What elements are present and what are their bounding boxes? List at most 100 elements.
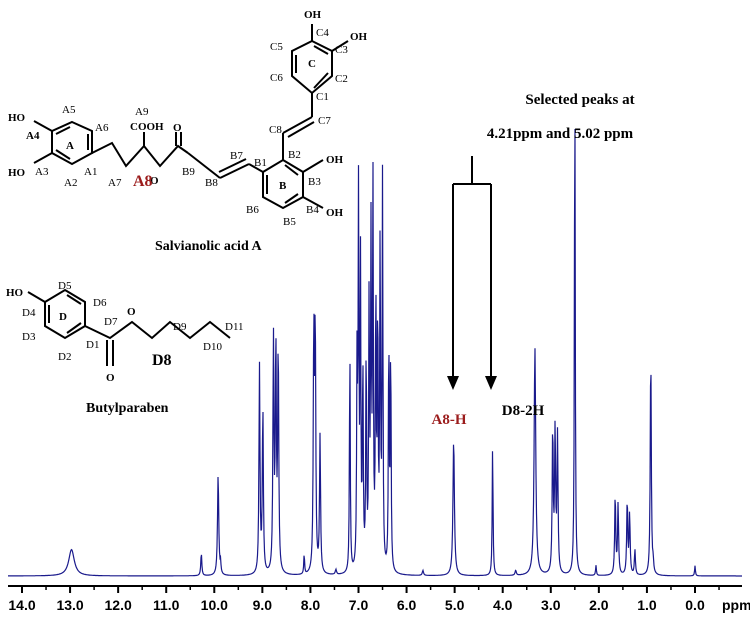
x-tick-label: 6.0 bbox=[397, 597, 417, 613]
x-tick-label: 10.0 bbox=[201, 597, 228, 613]
x-tick-label: 3.0 bbox=[541, 597, 561, 613]
spectrum-line bbox=[8, 128, 742, 577]
spectrum-peak bbox=[388, 336, 390, 338]
selected-text-line2: 4.21ppm and 5.02 ppm bbox=[487, 126, 634, 142]
atom-label: D6 bbox=[93, 297, 107, 309]
atom-label: D1 bbox=[86, 339, 99, 351]
arrow-head-d8 bbox=[485, 376, 497, 390]
atom-label: OH bbox=[350, 31, 368, 43]
spectrum-peak bbox=[534, 346, 536, 348]
atom-label: A1 bbox=[84, 166, 97, 178]
atom-label: O bbox=[127, 306, 136, 318]
atom-label: D5 bbox=[58, 280, 72, 292]
atom-label: O bbox=[173, 122, 182, 134]
atom-label: A5 bbox=[62, 104, 76, 116]
ring-label-b: B bbox=[279, 180, 287, 192]
x-tick-label: 11.0 bbox=[153, 597, 180, 613]
atom-label: OH bbox=[304, 9, 322, 21]
x-tick-label: 14.0 bbox=[8, 597, 35, 613]
atom-label: HO bbox=[8, 112, 26, 124]
atom-label: HO bbox=[8, 167, 26, 179]
spectrum-peak bbox=[262, 407, 264, 409]
atom-label: O bbox=[150, 175, 159, 187]
x-tick-label: 4.0 bbox=[493, 597, 513, 613]
atom-label: C2 bbox=[335, 73, 348, 85]
atom-label: C3 bbox=[335, 44, 348, 56]
atom-label: C5 bbox=[270, 41, 283, 53]
atom-label: C4 bbox=[316, 27, 329, 39]
nmr-spectrum bbox=[8, 67, 742, 577]
atom-label: A6 bbox=[95, 122, 109, 134]
selected-text-line1: Selected peaks at bbox=[525, 92, 634, 108]
arrow-head-a8 bbox=[447, 376, 459, 390]
spectrum-peak bbox=[574, 67, 576, 69]
spectrum-peak bbox=[614, 494, 616, 496]
atom-label: HO bbox=[6, 287, 24, 299]
peak-label-d8: D8-2H bbox=[502, 403, 545, 419]
atom-label: COOH bbox=[130, 121, 164, 133]
x-tick-label: 9.0 bbox=[253, 597, 273, 613]
atom-label: B6 bbox=[246, 204, 259, 216]
caption-butylparaben: Butylparaben bbox=[86, 401, 169, 416]
atom-label: D10 bbox=[203, 341, 222, 353]
atom-label: OH bbox=[326, 154, 344, 166]
atom-label: O bbox=[106, 372, 115, 384]
spectrum-peak bbox=[492, 443, 494, 445]
atom-label: D9 bbox=[173, 321, 187, 333]
x-tick-label: 2.0 bbox=[589, 597, 609, 613]
atom-label: B4 bbox=[306, 204, 319, 216]
ring-label-a: A bbox=[66, 140, 74, 152]
x-axis-unit: ppm bbox=[722, 597, 750, 613]
spectrum-peak bbox=[650, 346, 652, 348]
atom-label: A4 bbox=[26, 130, 40, 142]
atom-label: C8 bbox=[269, 124, 282, 136]
spectrum-peak bbox=[349, 346, 351, 348]
atom-label: B8 bbox=[205, 177, 218, 189]
x-tick-label: 12.0 bbox=[105, 597, 132, 613]
caption-salvianolic: Salvianolic acid A bbox=[155, 239, 262, 254]
spectrum-peak bbox=[217, 473, 219, 475]
spectrum-peak bbox=[365, 351, 367, 353]
selected-peaks-annotation: Selected peaks at 4.21ppm and 5.02 ppm A… bbox=[432, 92, 635, 428]
x-tick-label: 8.0 bbox=[301, 597, 321, 613]
highlight-d8: D8 bbox=[152, 352, 172, 369]
ring-label-c: C bbox=[308, 58, 316, 70]
atom-label: C1 bbox=[316, 91, 329, 103]
bracket-arrows bbox=[452, 156, 492, 380]
atom-label: B1 bbox=[254, 157, 267, 169]
spectrum-peak bbox=[552, 428, 554, 430]
atom-label: A2 bbox=[64, 177, 77, 189]
salvianolic-acid-a-structure bbox=[33, 24, 349, 210]
spectrum-peak bbox=[390, 346, 392, 348]
atom-label: D11 bbox=[225, 321, 244, 333]
atom-label: D2 bbox=[58, 351, 71, 363]
atom-label: B9 bbox=[182, 166, 195, 178]
spectrum-peak bbox=[453, 438, 455, 440]
atom-label: D4 bbox=[22, 307, 36, 319]
atom-label: A9 bbox=[135, 106, 149, 118]
ring-label-d: D bbox=[59, 311, 67, 323]
x-tick-label: 0.0 bbox=[685, 597, 705, 613]
butylparaben-atom-labels: HO D5 D6 D4 D3 D2 D1 D7 O O D9 D11 D10 D… bbox=[6, 280, 244, 416]
spectrum-peak bbox=[277, 346, 279, 348]
atom-label: B2 bbox=[288, 149, 301, 161]
atom-label: D7 bbox=[104, 316, 118, 328]
peak-label-a8: A8-H bbox=[432, 412, 467, 428]
spectrum-peak bbox=[200, 552, 202, 554]
x-tick-label: 13.0 bbox=[56, 597, 83, 613]
atom-label: C6 bbox=[270, 72, 283, 84]
atom-label: C7 bbox=[318, 115, 331, 127]
atom-label: B5 bbox=[283, 216, 296, 228]
x-tick-label: 7.0 bbox=[349, 597, 369, 613]
atom-label: A3 bbox=[35, 166, 49, 178]
highlight-a8: A8 bbox=[133, 173, 153, 190]
spectrum-peak bbox=[626, 499, 628, 501]
atom-label: D3 bbox=[22, 331, 36, 343]
x-tick-label: 1.0 bbox=[637, 597, 657, 613]
butylparaben-structure bbox=[27, 288, 231, 366]
atom-label: OH bbox=[326, 207, 344, 219]
spectrum-peak bbox=[377, 316, 379, 318]
salvianolic-atom-labels: HO A4 A5 A6 A3 HO A2 A1 A7 A9 COOH O B9 … bbox=[8, 9, 368, 254]
atom-label: B3 bbox=[308, 176, 321, 188]
